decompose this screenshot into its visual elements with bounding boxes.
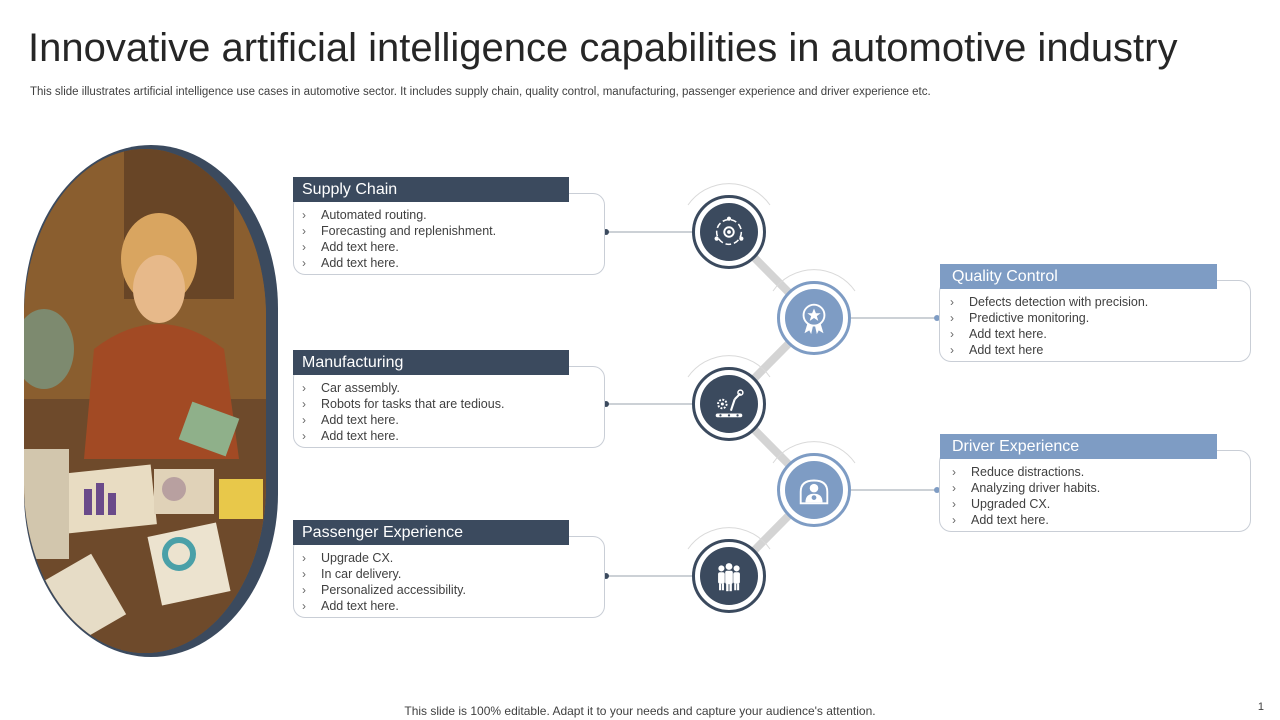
node-passenger-experience (692, 539, 766, 613)
slide-footer: This slide is 100% editable. Adapt it to… (404, 704, 876, 718)
robot-arm-icon (700, 375, 758, 433)
team-meeting-photo (24, 149, 266, 653)
card-heading: Passenger Experience (293, 520, 569, 545)
card-box (293, 536, 605, 618)
list-item: ›Automated routing. (302, 208, 427, 222)
list-item: ›Forecasting and replenishment. (302, 224, 497, 238)
node-supply-chain (692, 195, 766, 269)
node-manufacturing (692, 367, 766, 441)
list-item: ›Predictive monitoring. (950, 311, 1090, 325)
page-number: 1 (1257, 701, 1264, 713)
list-item: ›In car delivery. (302, 567, 402, 581)
slide-title: Innovative artificial intelligence capab… (28, 26, 1178, 70)
list-item: ›Car assembly. (302, 381, 400, 395)
quality-badge-icon (785, 289, 843, 347)
card-heading: Driver Experience (940, 434, 1217, 459)
card-box (939, 280, 1251, 362)
card-box (293, 193, 605, 275)
card-list: ›Defects detection with precision. ›Pred… (950, 294, 1148, 358)
list-item: ›Add text here. (302, 429, 399, 443)
list-item: ›Upgrade CX. (302, 551, 394, 565)
list-item: ›Upgraded CX. (952, 497, 1051, 511)
card-list: ›Automated routing. ›Forecasting and rep… (302, 207, 496, 271)
card-heading: Manufacturing (293, 350, 569, 375)
list-item: ›Add text here. (950, 327, 1047, 341)
list-item: ›Defects detection with precision. (950, 295, 1149, 309)
card-list: ›Upgrade CX. ›In car delivery. ›Personal… (302, 550, 466, 614)
card-list: ›Car assembly. ›Robots for tasks that ar… (302, 380, 504, 444)
card-box (939, 450, 1251, 532)
card-heading: Quality Control (940, 264, 1217, 289)
list-item: ›Personalized accessibility. (302, 583, 466, 597)
card-heading: Supply Chain (293, 177, 569, 202)
card-list: ›Reduce distractions. ›Analyzing driver … (952, 464, 1100, 528)
list-item: ›Add text here. (302, 599, 399, 613)
list-item: ›Reduce distractions. (952, 465, 1085, 479)
driver-icon (785, 461, 843, 519)
list-item: ›Add text here. (302, 413, 399, 427)
slide-subtitle: This slide illustrates artificial intell… (30, 86, 931, 98)
list-item: ›Add text here. (302, 240, 399, 254)
node-quality-control (777, 281, 851, 355)
ai-network-icon (700, 203, 758, 261)
list-item: ›Add text here (950, 343, 1044, 357)
list-item: ›Add text here. (952, 513, 1049, 527)
people-group-icon (700, 547, 758, 605)
list-item: ›Add text here. (302, 256, 399, 270)
list-item: ›Robots for tasks that are tedious. (302, 397, 505, 411)
node-driver-experience (777, 453, 851, 527)
list-item: ›Analyzing driver habits. (952, 481, 1101, 495)
card-box (293, 366, 605, 448)
